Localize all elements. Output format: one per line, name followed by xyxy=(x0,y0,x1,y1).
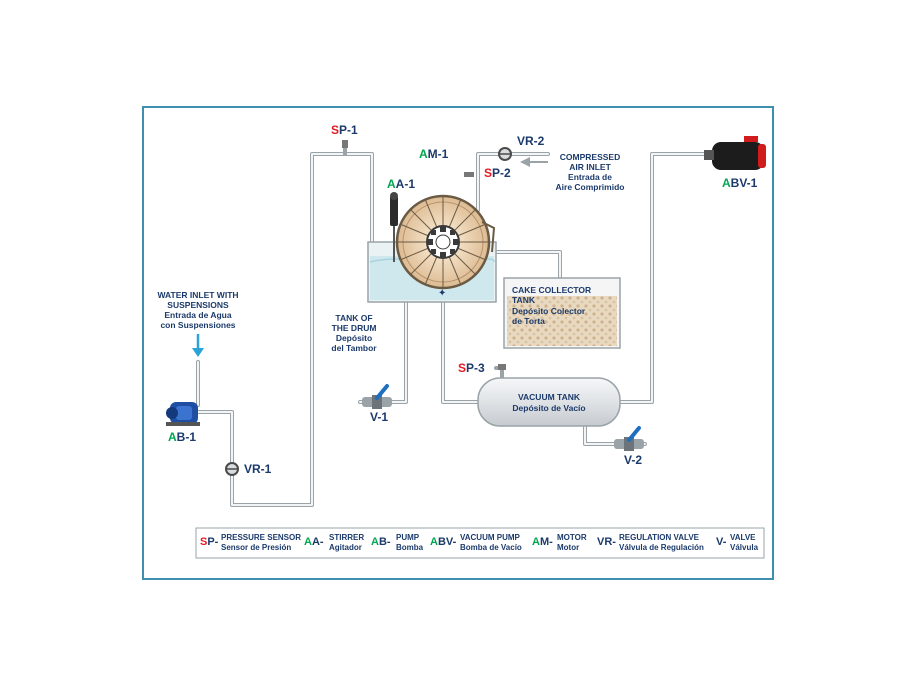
svg-text:REGULATION VALVE: REGULATION VALVE xyxy=(619,533,700,542)
pressure-sensor-sp2 xyxy=(464,172,474,177)
svg-text:Aire Comprimido: Aire Comprimido xyxy=(556,182,625,192)
legend-item-ab: AB- PUMP Bomba xyxy=(371,533,424,552)
cake-collector-label: CAKE COLLECTOR TANK Depósito Colector de… xyxy=(512,285,591,326)
svg-text:CAKE COLLECTOR: CAKE COLLECTOR xyxy=(512,285,591,295)
svg-text:Válvula de Regulación: Válvula de Regulación xyxy=(619,543,704,552)
svg-text:SP-: SP- xyxy=(200,536,219,548)
svg-text:PUMP: PUMP xyxy=(396,533,420,542)
svg-text:Entrada de: Entrada de xyxy=(568,172,612,182)
sp3-label: SP-3 xyxy=(458,361,485,375)
regulation-valve-vr2[interactable] xyxy=(498,147,512,161)
regulation-valve-vr1[interactable] xyxy=(225,462,239,476)
svg-text:del Tambor: del Tambor xyxy=(331,343,377,353)
svg-text:Agitador: Agitador xyxy=(329,543,362,552)
svg-text:con Suspensiones: con Suspensiones xyxy=(160,320,235,330)
vr1-label: VR-1 xyxy=(244,462,272,476)
vacuum-pump-abv1 xyxy=(704,136,766,170)
svg-text:Válvula: Válvula xyxy=(730,543,759,552)
svg-text:AB-: AB- xyxy=(371,536,391,548)
svg-text:Depósito: Depósito xyxy=(336,333,372,343)
air-inlet-arrow-icon xyxy=(520,157,548,167)
svg-text:TANK: TANK xyxy=(512,295,536,305)
pipes xyxy=(196,141,714,507)
svg-text:✦: ✦ xyxy=(438,288,446,299)
compressed-air-label: COMPRESSED AIR INLET Entrada de Aire Com… xyxy=(556,152,625,192)
sp1-label: SP-1 xyxy=(331,123,358,137)
svg-text:Depósito de Vacío: Depósito de Vacío xyxy=(512,403,585,413)
vacuum-tank-label: VACUUM TANK Depósito de Vacío xyxy=(512,392,585,413)
svg-text:AM-: AM- xyxy=(532,536,553,548)
svg-text:ABV-: ABV- xyxy=(430,536,457,548)
water-inlet-label: WATER INLET WITH SUSPENSIONS Entrada de … xyxy=(157,290,238,330)
aa1-label: AA-1 xyxy=(387,177,415,191)
cake-collector-tank xyxy=(503,277,621,349)
sp2-label: SP-2 xyxy=(484,166,511,180)
svg-text:WATER INLET WITH: WATER INLET WITH xyxy=(157,290,238,300)
legend-item-v: V- VALVE Válvula xyxy=(716,533,759,552)
svg-text:AA-: AA- xyxy=(304,536,324,548)
diagram-frame xyxy=(142,106,774,580)
vacuum-tank xyxy=(477,377,621,427)
svg-text:VR-: VR- xyxy=(597,536,616,548)
v1-label: V-1 xyxy=(370,410,388,424)
svg-text:STIRRER: STIRRER xyxy=(329,533,364,542)
svg-text:TANK OF: TANK OF xyxy=(335,313,372,323)
v2-label: V-2 xyxy=(624,453,642,467)
abv1-label: ABV-1 xyxy=(722,176,758,190)
valve-v1[interactable] xyxy=(362,384,392,409)
tank-drum-label: TANK OF THE DRUM Depósito del Tambor xyxy=(331,313,377,353)
pressure-sensor-sp3 xyxy=(498,364,506,370)
svg-text:COMPRESSED: COMPRESSED xyxy=(560,152,620,162)
svg-text:de Torta: de Torta xyxy=(512,316,545,326)
legend-item-abv: ABV- VACUUM PUMP Bomba de Vacío xyxy=(430,533,522,552)
legend-item-vr: VR- REGULATION VALVE Válvula de Regulaci… xyxy=(597,533,704,552)
water-inlet-arrow-icon xyxy=(192,334,204,357)
rotary-drum: ✦ xyxy=(395,194,496,299)
legend-item-sp: SP- PRESSURE SENSOR Sensor de Presión xyxy=(200,533,301,552)
pump-ab1 xyxy=(166,402,200,426)
svg-text:SUSPENSIONS: SUSPENSIONS xyxy=(167,300,229,310)
svg-text:Bomba de Vacío: Bomba de Vacío xyxy=(460,543,522,552)
vr2-label: VR-2 xyxy=(517,134,545,148)
svg-text:MOTOR: MOTOR xyxy=(557,533,587,542)
svg-text:Depósito Colector: Depósito Colector xyxy=(512,306,586,316)
legend-item-am: AM- MOTOR Motor xyxy=(532,533,587,552)
svg-text:Bomba: Bomba xyxy=(396,543,424,552)
svg-text:VACUUM PUMP: VACUUM PUMP xyxy=(460,533,521,542)
am1-label: AM-1 xyxy=(419,147,449,161)
pressure-sensor-sp1 xyxy=(342,140,348,148)
svg-text:THE DRUM: THE DRUM xyxy=(332,323,377,333)
valve-v2[interactable] xyxy=(614,426,644,451)
ab1-label: AB-1 xyxy=(168,430,196,444)
svg-text:Motor: Motor xyxy=(557,543,579,552)
legend-item-aa: AA- STIRRER Agitador xyxy=(304,533,364,552)
svg-text:Entrada de Agua: Entrada de Agua xyxy=(164,310,231,320)
svg-text:VALVE: VALVE xyxy=(730,533,756,542)
legend: SP- PRESSURE SENSOR Sensor de Presión AA… xyxy=(195,527,765,559)
stirrer-aa1 xyxy=(390,192,398,262)
svg-text:Sensor de Presión: Sensor de Presión xyxy=(221,543,291,552)
svg-text:PRESSURE SENSOR: PRESSURE SENSOR xyxy=(221,533,301,542)
svg-text:AIR INLET: AIR INLET xyxy=(569,162,611,172)
svg-text:VACUUM TANK: VACUUM TANK xyxy=(518,392,581,402)
svg-text:V-: V- xyxy=(716,536,727,548)
